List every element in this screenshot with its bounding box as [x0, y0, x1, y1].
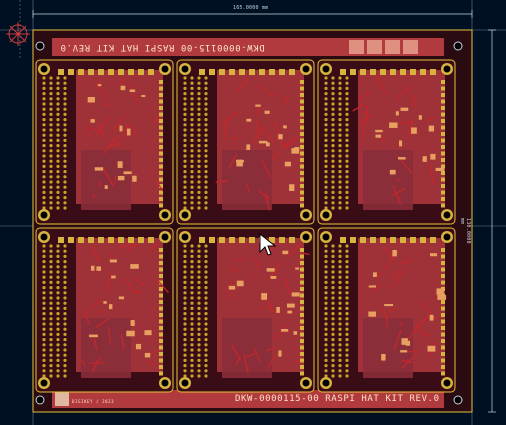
origin-target-icon	[6, 22, 30, 46]
pcb-board[interactable]	[317, 227, 456, 393]
rail-holes	[35, 41, 463, 405]
bottom-rail	[52, 390, 444, 408]
width-dimension-label: 165.0000 mm	[233, 5, 269, 11]
dimension-height	[488, 29, 496, 413]
height-dimension-label: 130.0000 mm	[459, 218, 471, 244]
dimension-width	[32, 10, 473, 18]
pcb-board[interactable]	[176, 59, 315, 225]
pcb-board[interactable]	[35, 59, 174, 225]
pcb-board[interactable]	[35, 227, 174, 393]
arrow-pointer-icon	[259, 233, 277, 256]
top-rail-label: DKW-0000115-00 RASPI HAT KIT REV.0	[60, 42, 265, 52]
pcb-board[interactable]	[317, 59, 456, 225]
logo-caption: DIGIKEY / 2023	[72, 399, 115, 404]
boards-group	[35, 59, 456, 393]
bottom-rail-label: DKW-0000115-00 RASPI HAT KIT REV.0	[235, 394, 440, 404]
pcb-board[interactable]	[176, 227, 315, 393]
top-rail	[52, 38, 444, 56]
